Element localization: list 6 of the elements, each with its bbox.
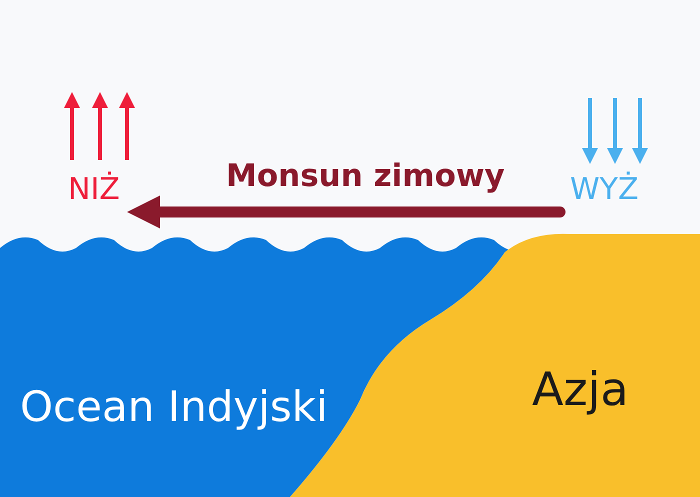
pressure-label: NIŻ <box>68 172 120 208</box>
region-label: Azja <box>532 362 629 416</box>
region-label: Ocean Indyjski <box>20 382 328 431</box>
edge-label: Monsun zimowy <box>226 158 505 194</box>
arrow <box>127 196 566 228</box>
pressure-label: WYŻ <box>570 172 639 208</box>
